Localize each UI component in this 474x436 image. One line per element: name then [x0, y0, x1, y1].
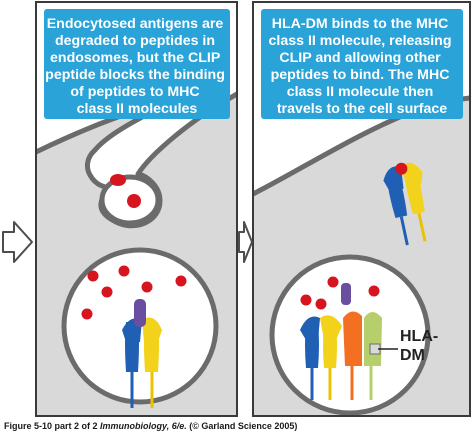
peptide-dot	[141, 281, 153, 293]
peptide-dot	[101, 286, 113, 298]
peptide-dot	[368, 285, 380, 297]
peptide-dot	[87, 270, 99, 282]
process-arrow-icon	[2, 221, 33, 263]
hla-dm	[343, 311, 382, 400]
mhc-beta-top	[320, 315, 342, 340]
left-endosome-peptides	[81, 265, 187, 320]
left-text-line: degraded to peptides in	[55, 33, 215, 49]
mhc-tail-yellow	[417, 212, 427, 242]
caption-credit: (© Garland Science 2005)	[189, 421, 298, 431]
process-arrow-icon	[238, 221, 253, 263]
right-text-line: HLA-DM binds to the MHC	[272, 16, 449, 32]
peptide-dot	[315, 298, 327, 310]
hla-dm-label-line: HLA-	[400, 328, 438, 345]
left-mhc-class-ii	[122, 299, 162, 408]
peptide-dot	[300, 294, 312, 306]
peptide-dot	[110, 174, 126, 186]
released-clip-peptide	[341, 283, 351, 305]
right-text-line: class II molecule then	[287, 84, 434, 100]
peptide-dot	[81, 308, 93, 320]
peptide-dot	[118, 265, 130, 277]
left-panel-border	[35, 1, 238, 417]
left-pit-peptides	[110, 174, 141, 208]
right-text: HLA-DM binds to the MHC class II molecul…	[269, 16, 456, 117]
right-endosome-peptides	[300, 276, 380, 310]
left-text-line: endosomes, but the CLIP	[50, 50, 220, 66]
peptide-dot	[175, 275, 187, 287]
left-text-box	[44, 9, 230, 119]
peptide-dot	[127, 194, 141, 208]
right-text-line: CLIP and allowing other	[279, 50, 441, 66]
right-panel-border	[252, 1, 471, 417]
hla-dm-beta	[364, 312, 382, 366]
caption-figure: Figure 5-10 part 2 of 2	[4, 421, 98, 431]
figure-caption: Figure 5-10 part 2 of 2 Immunobiology, 6…	[4, 421, 297, 431]
clip-peptide	[134, 299, 146, 327]
right-surface-mhc	[383, 162, 427, 246]
right-text-line: class II molecule, releasing	[269, 33, 452, 49]
mhc-beta-top	[142, 317, 162, 342]
caption-book: Immunobiology, 6/e.	[100, 421, 187, 431]
left-text-line: class II molecules	[77, 101, 198, 117]
peptide-dot	[327, 276, 339, 288]
peptide-dot	[395, 162, 408, 175]
left-text-line: peptide blocks the binding	[45, 67, 225, 83]
right-text-line: travels to the cell surface	[277, 101, 447, 117]
left-text: Endocytosed antigens are degraded to pep…	[45, 16, 229, 117]
left-panel: Endocytosed antigens are degraded to pep…	[35, 1, 238, 417]
hla-dm-alpha	[343, 311, 362, 366]
right-endosome-mhc	[300, 315, 342, 400]
right-panel: HLA- DM HLA-DM binds to the MHC class II…	[252, 1, 471, 417]
mhc-alpha-top	[300, 316, 320, 340]
mhc-tail-blue	[399, 216, 409, 246]
right-text-box	[261, 9, 463, 119]
right-text-line: peptides to bind. The MHC	[271, 67, 450, 83]
hla-dm-label-line: DM	[400, 347, 425, 364]
left-text-line: of peptides to MHC	[70, 84, 199, 100]
left-text-line: Endocytosed antigens are	[47, 16, 224, 32]
hla-dm-label: HLA- DM	[400, 328, 443, 364]
